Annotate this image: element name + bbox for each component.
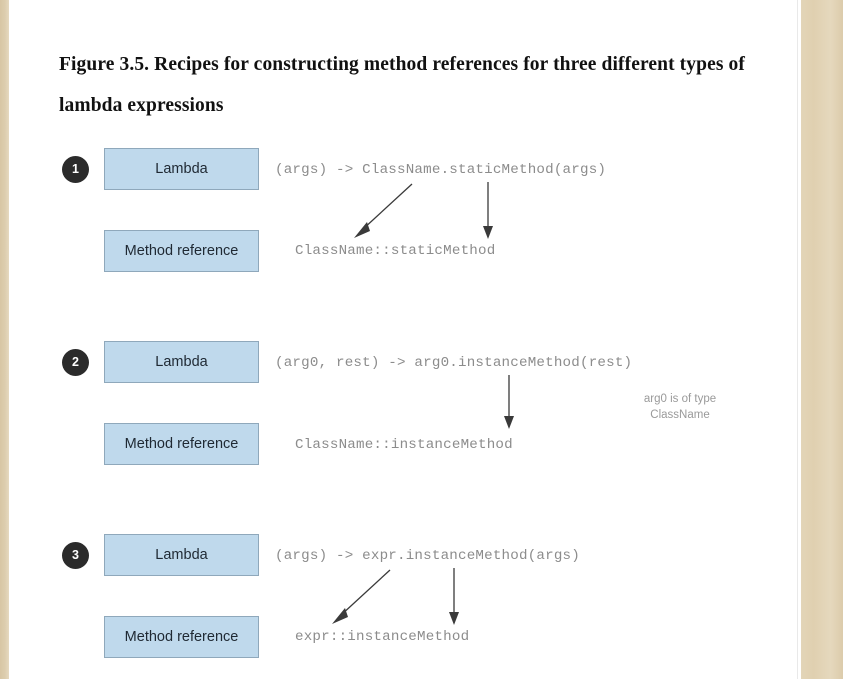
figure-title: Figure 3.5. Recipes for constructing met… [59, 54, 745, 116]
vertical-arrow-1 [483, 182, 493, 239]
step-badge-2: 2 [62, 349, 89, 376]
method-reference-box-3: Method reference [104, 616, 259, 658]
lambda-box-2: Lambda [104, 341, 259, 383]
method-reference-box-1: Method reference [104, 230, 259, 272]
method-reference-code-2: ClassName::instanceMethod [295, 437, 513, 453]
lambda-code-2: (arg0, rest) -> arg0.instanceMethod(rest… [275, 355, 633, 371]
lambda-box-1: Lambda [104, 148, 259, 190]
diagonal-arrow-3 [332, 569, 391, 624]
page-edge-strip-right [801, 0, 843, 679]
annotation-note-2: arg0 is of type ClassName [643, 393, 717, 421]
method-reference-box-2: Method reference [104, 423, 259, 465]
step-badge-3: 3 [62, 542, 89, 569]
diagonal-arrow-1 [354, 183, 413, 238]
step-badge-1: 1 [62, 156, 89, 183]
lambda-code-3: (args) -> expr.instanceMethod(args) [275, 548, 580, 564]
vertical-arrow-3 [449, 568, 459, 625]
lambda-box-3: Lambda [104, 534, 259, 576]
page-edge-rule [797, 0, 798, 679]
page-edge-strip-left [0, 0, 9, 679]
vertical-arrow-2 [504, 375, 514, 429]
method-reference-code-3: expr::instanceMethod [295, 629, 470, 645]
lambda-code-1: (args) -> ClassName.staticMethod(args) [275, 162, 607, 178]
method-reference-code-1: ClassName::staticMethod [295, 243, 496, 259]
